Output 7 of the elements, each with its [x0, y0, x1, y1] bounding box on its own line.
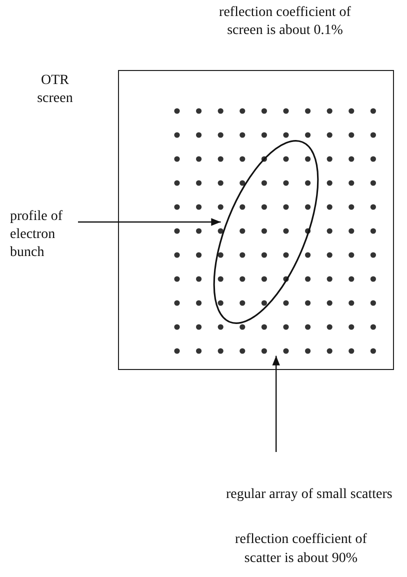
callout-text: profile of electron bunch: [10, 208, 64, 262]
leader-arrow: [78, 218, 221, 226]
callout-text: regular array of small scatters: [226, 486, 394, 504]
note-text: reflection coefficient of screen is about 0.1%: [218, 4, 352, 40]
note-text: reflection coefficient of scatter is about 90%: [234, 531, 368, 568]
screen-label: OTR screen: [36, 72, 74, 108]
leader-arrow: [272, 356, 280, 452]
